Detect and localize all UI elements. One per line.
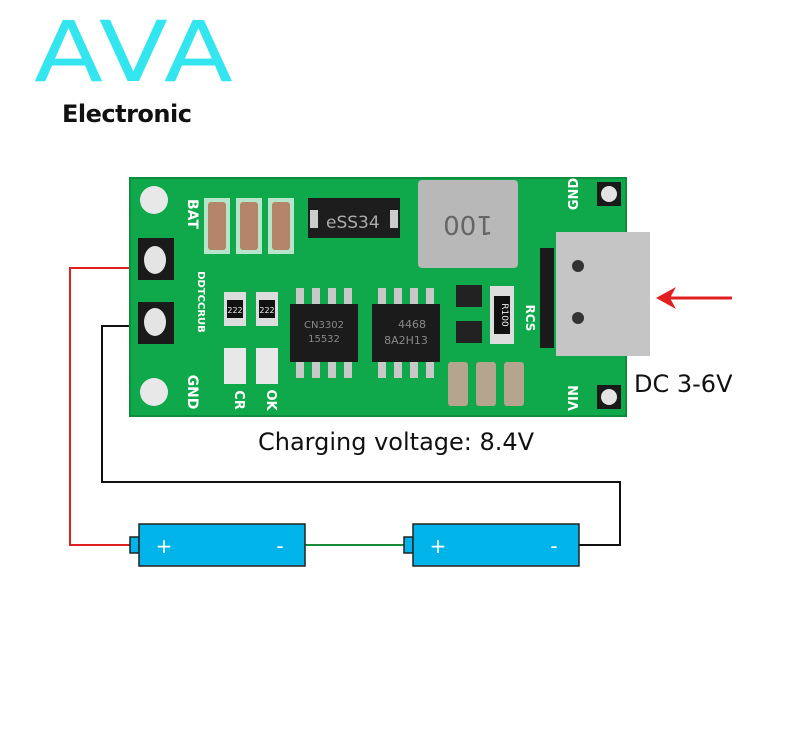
label-gnd-right: GND bbox=[567, 178, 582, 211]
battery-1-plus: + bbox=[156, 534, 173, 558]
rcs-resistor: R100 bbox=[456, 285, 514, 344]
battery-1: + - bbox=[129, 523, 306, 567]
brand-logo: AVA bbox=[34, 3, 236, 101]
battery-2: + - bbox=[403, 523, 580, 567]
res2-label: 222 bbox=[259, 306, 274, 315]
status-leds bbox=[224, 348, 278, 384]
label-bat: BAT bbox=[184, 199, 200, 229]
battery-2-plus: + bbox=[430, 534, 447, 558]
resistors-222: 222 222 bbox=[224, 292, 278, 326]
label-cr: CR bbox=[231, 390, 246, 410]
res1-label: 222 bbox=[227, 306, 242, 315]
battery-2-minus: - bbox=[550, 534, 557, 558]
inductor-label: 100 bbox=[443, 209, 493, 239]
inductor: 100 bbox=[418, 180, 518, 268]
label-model: DDTCCRUB bbox=[195, 271, 206, 333]
ic1-line1: CN3302 bbox=[304, 320, 344, 331]
label-rcs: RCS bbox=[523, 305, 537, 332]
diode-label: eSS34 bbox=[326, 213, 380, 233]
ic-cn3302: CN3302 15532 bbox=[290, 288, 358, 378]
input-voltage-label: DC 3-6V bbox=[634, 370, 733, 398]
diode-ess34: eSS34 bbox=[308, 198, 400, 238]
capacitors-bottom bbox=[448, 362, 524, 406]
input-arrow-icon bbox=[656, 287, 732, 309]
battery-1-minus: - bbox=[276, 534, 283, 558]
ic2-line1: 4468 bbox=[398, 318, 426, 331]
bat-pad bbox=[140, 186, 168, 214]
wire-positive bbox=[69, 267, 155, 546]
ic1-line2: 15532 bbox=[308, 334, 340, 345]
pcb-board: eSS34 100 222 222 CN3302 bbox=[129, 177, 650, 417]
rcs-res-label: R100 bbox=[499, 303, 509, 327]
usb-c-connector[interactable] bbox=[540, 232, 650, 356]
label-ok: OK bbox=[263, 389, 278, 411]
brand-subtitle: Electronic bbox=[62, 100, 192, 128]
label-vin: VIN bbox=[567, 385, 582, 411]
ic-4468: 4468 8A2H13 bbox=[372, 288, 440, 378]
label-gnd-left: GND bbox=[184, 375, 200, 410]
gnd-pad-left bbox=[140, 378, 168, 406]
charging-voltage-label: Charging voltage: 8.4V bbox=[258, 428, 535, 456]
ic2-line2: 8A2H13 bbox=[384, 334, 428, 347]
capacitors-top bbox=[204, 198, 294, 254]
wire-negative bbox=[101, 325, 621, 546]
